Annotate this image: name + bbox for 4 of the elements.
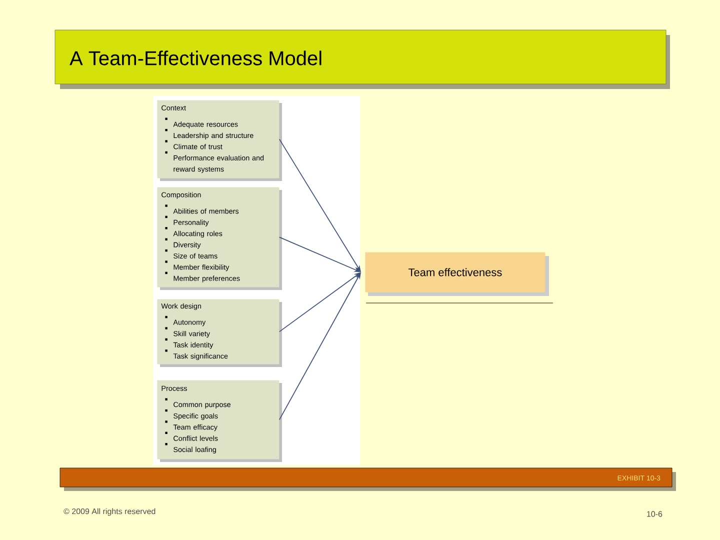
- page-number: 10-6: [647, 511, 662, 517]
- outcome-box: Team effectiveness: [365, 252, 546, 292]
- title-bar: A Team-Effectiveness Model: [54, 30, 670, 89]
- copyright-note: © 2009 All rights reserved: [64, 508, 156, 516]
